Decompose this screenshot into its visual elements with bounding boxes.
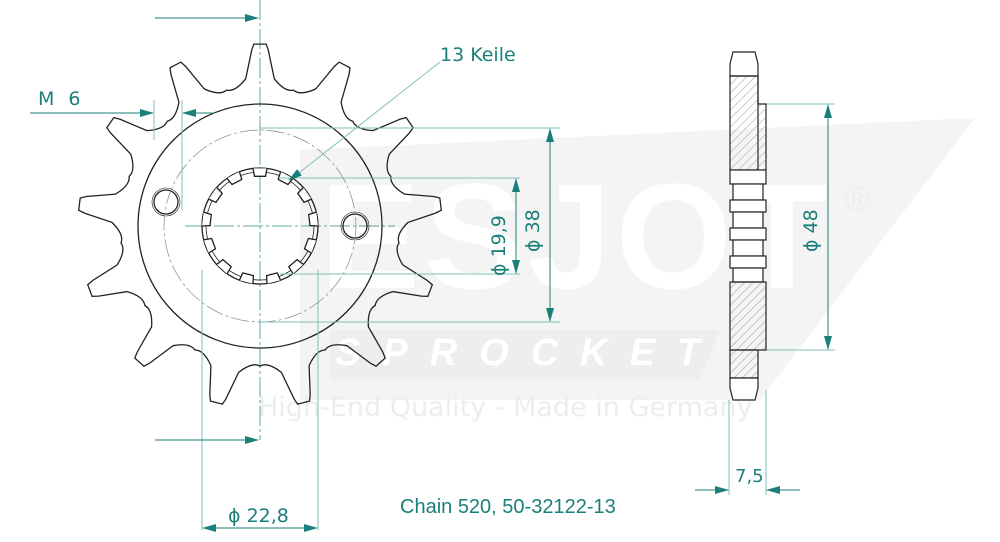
splines-label: 13 Keile	[440, 44, 516, 66]
watermark-registered: ®	[840, 180, 874, 220]
watermark-tagline: High-End Quality - Made in Germany	[258, 392, 753, 423]
thickness-label: 7,5	[735, 466, 764, 487]
sprocket-side-view	[729, 51, 767, 401]
hub-diameter-label: ϕ 48	[800, 209, 822, 252]
watermark-subtitle: SPROCKET	[335, 332, 723, 374]
bore-diameter-label: ϕ 19,9	[488, 215, 510, 276]
bolt-circle-diameter-label: ϕ 38	[522, 209, 544, 252]
part-caption: Chain 520, 50-32122-13	[400, 496, 616, 518]
thread-label: M 6	[38, 88, 85, 110]
spline-root-diameter-label: ϕ 22,8	[228, 505, 289, 527]
centerlines	[185, 0, 395, 440]
